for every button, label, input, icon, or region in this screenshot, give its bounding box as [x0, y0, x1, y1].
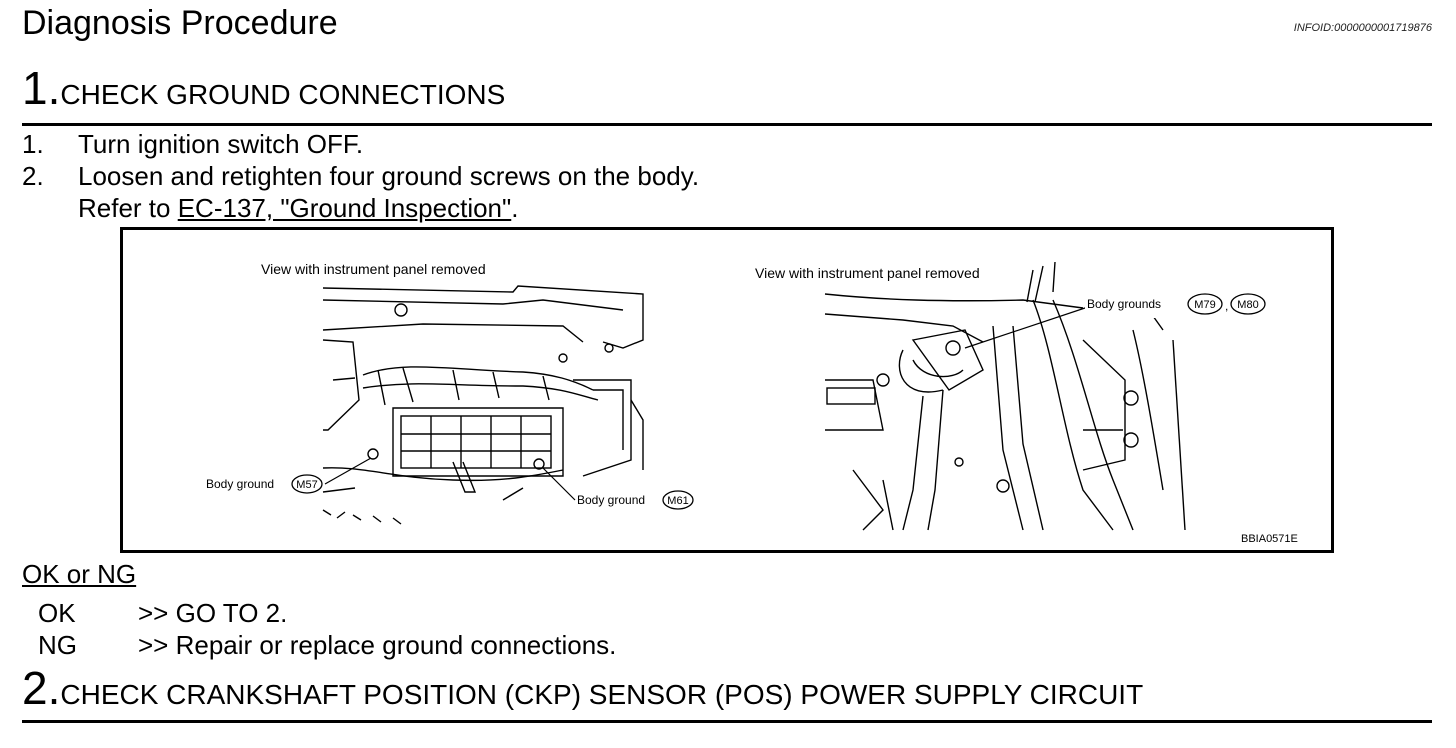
- body-ground-label-mid: Body ground: [577, 493, 645, 507]
- figure-drawing: View with instrument panel removed View …: [206, 261, 1298, 545]
- body-ground-label-left: Body ground: [206, 477, 274, 491]
- connector-m57-badge: [291, 474, 323, 494]
- list-item-number: 2.: [22, 161, 44, 191]
- list-item: 1. Turn ignition switch OFF.: [22, 128, 363, 160]
- step-2-title: CHECK CRANKSHAFT POSITION (CKP) SENSOR (…: [60, 679, 1144, 710]
- result-ok-row: OK >> GO TO 2.: [38, 597, 287, 629]
- body-grounds-label: Body grounds: [1087, 297, 1161, 311]
- leader-line-m79-m80: [964, 305, 1092, 349]
- step-2-number: 2.: [22, 662, 61, 714]
- connector-m79-badge: [1187, 293, 1223, 315]
- list-item-number: 1.: [22, 129, 44, 159]
- result-ng-text: >> Repair or replace ground connections.: [138, 630, 617, 660]
- reference-suffix: .: [511, 193, 519, 223]
- step-2-heading: 2.CHECK CRANKSHAFT POSITION (CKP) SENSOR…: [22, 662, 1143, 721]
- connector-m79-label: M79: [1194, 299, 1215, 311]
- leader-line-m61: [542, 467, 576, 501]
- list-item: 2. Loosen and retighten four ground screw…: [22, 160, 699, 192]
- result-ok-key: OK: [38, 598, 76, 628]
- connector-m61-badge: [662, 490, 694, 510]
- connector-m80-label: M80: [1237, 299, 1258, 311]
- connector-m80-badge: [1230, 293, 1266, 315]
- step-2-divider: [22, 720, 1432, 723]
- connector-m57-label: M57: [296, 479, 317, 491]
- page-title: Diagnosis Procedure: [22, 4, 338, 42]
- ground-locations-figure: View with instrument panel removed View …: [120, 227, 1334, 553]
- result-ng-key: NG: [38, 630, 77, 660]
- step-1-number: 1.: [22, 62, 61, 114]
- leader-line-m57: [324, 457, 372, 485]
- list-item-text: Loosen and retighten four ground screws …: [78, 161, 700, 191]
- ok-or-ng-heading: OK or NG: [22, 559, 137, 589]
- ground-inspection-link[interactable]: EC-137, "Ground Inspection": [177, 193, 512, 223]
- connector-m61-label: M61: [667, 495, 688, 507]
- right-figure-caption: View with instrument panel removed: [755, 265, 980, 281]
- left-figure-caption: View with instrument panel removed: [261, 261, 486, 277]
- list-item-text: Turn ignition switch OFF.: [78, 129, 364, 159]
- step-1-divider: [22, 123, 1432, 126]
- reference-prefix: Refer to: [78, 193, 178, 223]
- reference-line: Refer to EC-137, "Ground Inspection".: [78, 192, 518, 224]
- step-1-heading: 1.CHECK GROUND CONNECTIONS: [22, 62, 505, 121]
- result-ng-row: NG >> Repair or replace ground connection…: [38, 629, 616, 661]
- step-1-title: CHECK GROUND CONNECTIONS: [60, 79, 506, 110]
- figure-code: BBIA0571E: [1241, 533, 1298, 545]
- info-id: INFOID:0000000001719876: [1293, 22, 1432, 34]
- left-panel-illustration: [322, 285, 644, 525]
- connector-separator: ,: [1225, 299, 1228, 313]
- result-ok-text: >> GO TO 2.: [138, 598, 288, 628]
